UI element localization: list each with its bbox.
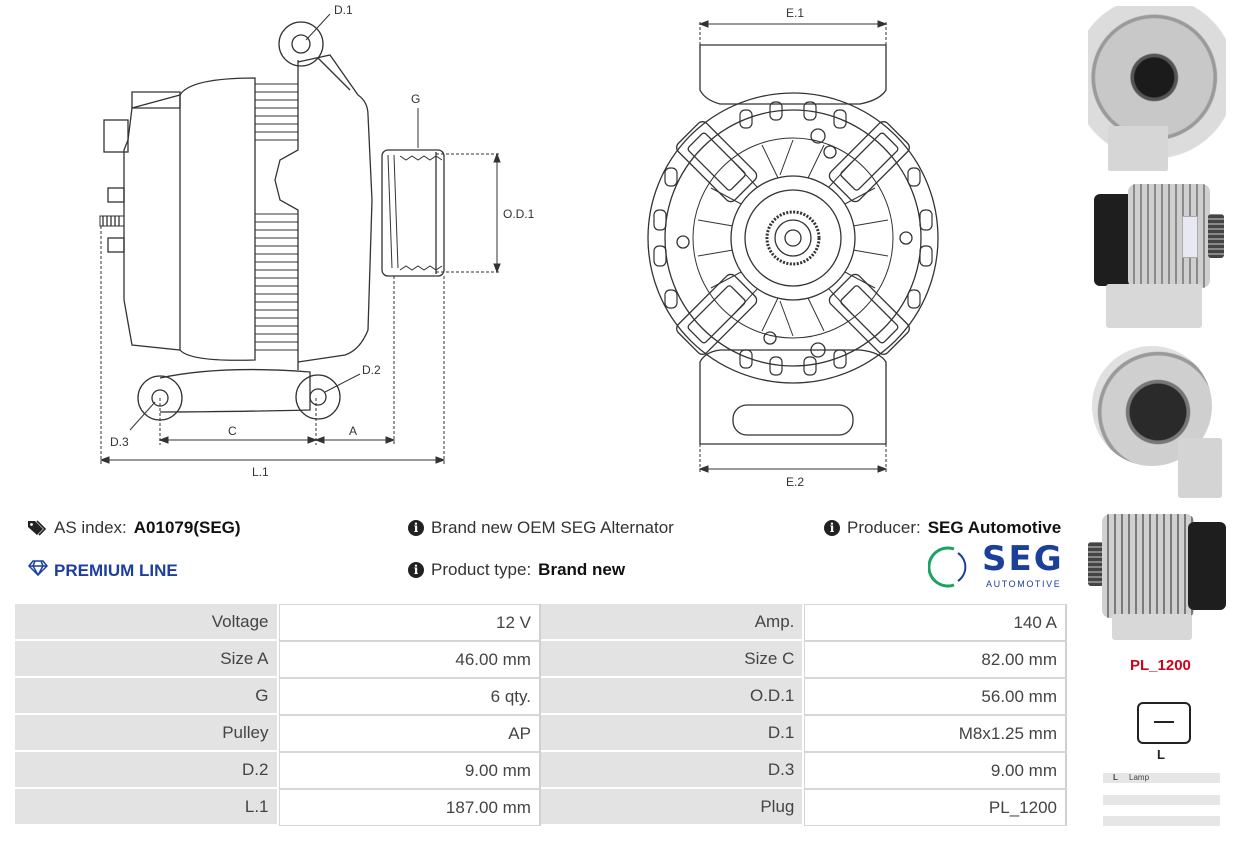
premium-label: PREMIUM LINE bbox=[54, 560, 178, 580]
product-photo-side bbox=[1088, 178, 1226, 330]
brand-text: Brand new OEM SEG Alternator bbox=[431, 518, 674, 537]
spec-value: 140 A bbox=[804, 604, 1067, 641]
spec-value: PL_1200 bbox=[804, 789, 1067, 826]
spec-value: AP bbox=[278, 715, 541, 752]
label-d2: D.2 bbox=[362, 363, 381, 377]
seg-logo-mark bbox=[928, 546, 967, 588]
product-photo-side-2 bbox=[1088, 508, 1226, 642]
label-e1: E.1 bbox=[786, 6, 804, 20]
plug-legend-row: L Lamp bbox=[1103, 773, 1220, 783]
product-type-value: Brand new bbox=[538, 560, 626, 579]
spec-label: Amp. bbox=[540, 604, 805, 641]
seg-logo-subtext: AUTOMOTIVE bbox=[986, 579, 1062, 589]
plug-diagram bbox=[1137, 702, 1191, 744]
tags-icon bbox=[27, 520, 47, 536]
info-icon: i bbox=[824, 520, 840, 536]
spec-value: 9.00 mm bbox=[278, 752, 541, 789]
spec-label: Plug bbox=[540, 789, 805, 826]
spec-value: M8x1.25 mm bbox=[804, 715, 1067, 752]
as-index-label: AS index: bbox=[54, 518, 127, 537]
spec-value: 12 V bbox=[278, 604, 541, 641]
brand-info: i Brand new OEM SEG Alternator bbox=[408, 518, 674, 538]
plug-legend-row-empty bbox=[1103, 795, 1220, 805]
as-index-value: A01079(SEG) bbox=[133, 518, 241, 537]
info-icon: i bbox=[408, 520, 424, 536]
spec-label: Pulley bbox=[15, 715, 279, 752]
label-d1: D.1 bbox=[334, 3, 353, 17]
front-view-drawing: E.1 E.2 bbox=[647, 6, 939, 489]
diamond-icon bbox=[27, 560, 49, 581]
spec-label: Size A bbox=[15, 641, 279, 678]
label-a: A bbox=[349, 424, 357, 438]
plug-pin-icon bbox=[1154, 721, 1174, 723]
product-photo-rear bbox=[1088, 338, 1226, 504]
spec-label: D.1 bbox=[540, 715, 805, 752]
info-icon: i bbox=[408, 562, 424, 578]
spec-label: O.D.1 bbox=[540, 678, 805, 715]
spec-label: D.3 bbox=[540, 752, 805, 789]
premium-line: PREMIUM LINE bbox=[27, 560, 178, 581]
spec-value: 187.00 mm bbox=[278, 789, 541, 826]
legend-name: Lamp bbox=[1129, 773, 1150, 782]
spec-label: Voltage bbox=[15, 604, 279, 641]
spec-label: L.1 bbox=[15, 789, 279, 826]
producer: i Producer: SEG Automotive bbox=[824, 518, 1061, 538]
producer-value: SEG Automotive bbox=[927, 518, 1062, 537]
spec-label: D.2 bbox=[15, 752, 279, 789]
spec-label: G bbox=[15, 678, 279, 715]
legend-pin: L bbox=[1113, 773, 1118, 782]
spec-value: 46.00 mm bbox=[278, 641, 541, 678]
producer-label: Producer: bbox=[847, 518, 921, 537]
label-d3: D.3 bbox=[110, 435, 129, 449]
plug-pin-label: L bbox=[1157, 747, 1165, 762]
seg-logo: SEG AUTOMOTIVE bbox=[928, 539, 1068, 591]
plug-legend-row-empty bbox=[1103, 816, 1220, 826]
as-index: AS index: A01079(SEG) bbox=[27, 518, 241, 538]
label-e2: E.2 bbox=[786, 475, 804, 489]
spec-value: 82.00 mm bbox=[804, 641, 1067, 678]
label-c: C bbox=[228, 424, 237, 438]
product-photo-front bbox=[1088, 6, 1226, 176]
label-l1: L.1 bbox=[252, 465, 269, 479]
seg-logo-text: SEG bbox=[982, 539, 1064, 579]
label-od1: O.D.1 bbox=[503, 207, 535, 221]
spec-value: 9.00 mm bbox=[804, 752, 1067, 789]
product-type-label: Product type: bbox=[431, 560, 532, 579]
spec-value: 6 qty. bbox=[278, 678, 541, 715]
spec-label: Size C bbox=[540, 641, 805, 678]
plug-code: PL_1200 bbox=[1130, 657, 1191, 674]
spec-value: 56.00 mm bbox=[804, 678, 1067, 715]
product-type: i Product type: Brand new bbox=[408, 560, 625, 580]
side-view-drawing: D.1 G O.D.1 D.2 D.3 C A L.1 bbox=[99, 3, 535, 479]
label-g: G bbox=[411, 92, 420, 106]
